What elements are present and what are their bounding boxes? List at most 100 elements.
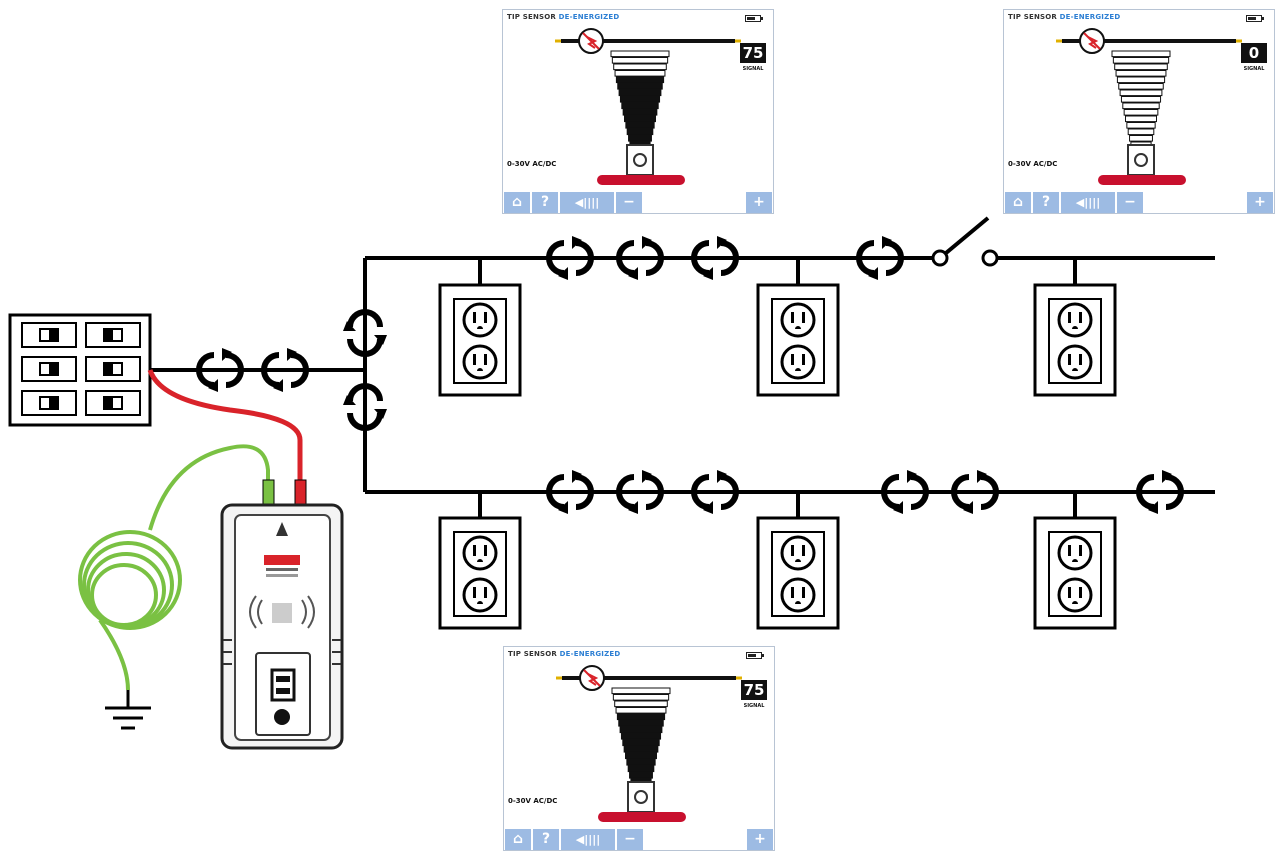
signal-bar-filled <box>627 765 655 773</box>
signal-bar-filled <box>620 733 662 740</box>
signal-bar-filled <box>626 128 654 136</box>
outlet-icon <box>1033 516 1117 630</box>
battery-icon <box>745 15 763 22</box>
transmitter-icon <box>220 503 344 750</box>
signal-bar-filled <box>618 720 664 727</box>
sensor-label: TIP SENSOR <box>507 13 557 21</box>
signal-bar-empty <box>1119 89 1163 97</box>
signal-bar-filled <box>623 746 659 753</box>
volume-button[interactable]: ◀|||| <box>1061 192 1115 213</box>
panel-title: TIP SENSOR DE-ENERGIZED <box>507 13 619 21</box>
signal-bar-empty <box>1122 102 1160 110</box>
signal-bar-filled <box>629 772 653 779</box>
help-button[interactable]: ? <box>533 829 559 850</box>
signal-cone-bars <box>611 687 671 792</box>
signal-bar-empty <box>1115 70 1167 77</box>
switch-icon <box>931 216 999 267</box>
signal-bar-empty <box>1127 128 1155 136</box>
home-button[interactable]: ⌂ <box>504 192 530 213</box>
outlet-icon <box>438 516 522 630</box>
signal-bar-filled <box>619 96 661 103</box>
status-label: DE-ENERGIZED <box>559 650 621 658</box>
help-button[interactable]: ? <box>1033 192 1059 213</box>
signal-bar-empty <box>611 57 669 64</box>
signal-readout: 75 <box>740 43 766 63</box>
signal-bar-filled <box>617 83 663 90</box>
probe-icon <box>556 665 742 822</box>
signal-bar-filled <box>626 759 656 766</box>
receiver-screen-panel: TIP SENSOR DE-ENERGIZED 0 SIGNAL 0-30V A… <box>1003 9 1275 214</box>
signal-readout: 0 <box>1241 43 1267 63</box>
panel-title: TIP SENSOR DE-ENERGIZED <box>508 650 620 658</box>
minus-button[interactable]: − <box>1117 192 1143 213</box>
signal-bar-filled <box>622 109 658 116</box>
breaker-panel-icon <box>8 313 152 427</box>
minus-button[interactable]: − <box>617 829 643 850</box>
ground-symbol-icon <box>105 690 151 730</box>
receiver-screen-panel: TIP SENSOR DE-ENERGIZED 75 SIGNAL 0-30V … <box>503 646 775 851</box>
signal-bar-empty <box>1120 96 1162 103</box>
signal-bar-empty <box>1118 83 1164 90</box>
plus-button[interactable]: + <box>746 192 772 213</box>
signal-bar-empty <box>1126 122 1156 129</box>
help-button[interactable]: ? <box>532 192 558 213</box>
probe-icon <box>1056 28 1242 185</box>
signal-bar-empty <box>1112 57 1170 64</box>
signal-bar-filled <box>624 115 656 123</box>
signal-cone-bars <box>610 50 670 155</box>
signal-bar-empty <box>1114 63 1168 71</box>
circuit-wiring <box>150 256 1215 518</box>
sensor-label: TIP SENSOR <box>508 650 558 658</box>
receiver-screen-panel: TIP SENSOR DE-ENERGIZED 75 SIGNAL 0-30V … <box>502 9 774 214</box>
panel-title: TIP SENSOR DE-ENERGIZED <box>1008 13 1120 21</box>
home-button[interactable]: ⌂ <box>505 829 531 850</box>
status-label: DE-ENERGIZED <box>1059 13 1121 21</box>
signal-label: SIGNAL <box>1243 66 1265 72</box>
signal-bar-empty <box>614 700 668 708</box>
signal-label: SIGNAL <box>742 66 764 72</box>
plus-button[interactable]: + <box>1247 192 1273 213</box>
signal-bar-empty <box>611 687 671 695</box>
battery-icon <box>1246 15 1264 22</box>
signal-bar-empty <box>1125 115 1157 123</box>
outlet-icon <box>438 283 522 397</box>
signal-bar-empty <box>610 50 670 58</box>
ground-lead-green <box>78 444 270 691</box>
signal-bar-filled <box>622 739 660 747</box>
sensor-label: TIP SENSOR <box>1008 13 1058 21</box>
probe-icon <box>555 28 741 185</box>
outlet-icon <box>1033 283 1117 397</box>
outlet-icon <box>756 516 840 630</box>
status-label: DE-ENERGIZED <box>558 13 620 21</box>
signal-cone-bars <box>1111 50 1171 155</box>
volume-button[interactable]: ◀|||| <box>560 192 614 213</box>
volume-button[interactable]: ◀|||| <box>561 829 615 850</box>
signal-bar-filled <box>619 726 663 734</box>
signal-bar-filled <box>616 713 666 721</box>
signal-bar-empty <box>613 63 667 71</box>
signal-bar-filled <box>628 135 652 142</box>
signal-label: SIGNAL <box>743 703 765 709</box>
outlet-icon <box>756 283 840 397</box>
button-bar: ⌂ ? ◀|||| − + <box>1004 190 1274 213</box>
signal-bar-empty <box>1129 135 1153 142</box>
signal-bar-empty <box>615 707 667 714</box>
signal-readout: 75 <box>741 680 767 700</box>
signal-bar-empty <box>614 70 666 77</box>
signal-bar-empty <box>1111 50 1171 58</box>
signal-bar-filled <box>615 76 665 84</box>
plus-button[interactable]: + <box>747 829 773 850</box>
signal-bar-filled <box>618 89 662 97</box>
button-bar: ⌂ ? ◀|||| − + <box>503 190 773 213</box>
signal-bar-empty <box>1116 76 1166 84</box>
minus-button[interactable]: − <box>616 192 642 213</box>
range-label: 0-30V AC/DC <box>508 797 558 805</box>
home-button[interactable]: ⌂ <box>1005 192 1031 213</box>
battery-icon <box>746 652 764 659</box>
range-label: 0-30V AC/DC <box>507 160 557 168</box>
signal-bar-filled <box>625 122 655 129</box>
button-bar: ⌂ ? ◀|||| − + <box>504 827 774 850</box>
signal-bar-filled <box>621 102 659 110</box>
range-label: 0-30V AC/DC <box>1008 160 1058 168</box>
